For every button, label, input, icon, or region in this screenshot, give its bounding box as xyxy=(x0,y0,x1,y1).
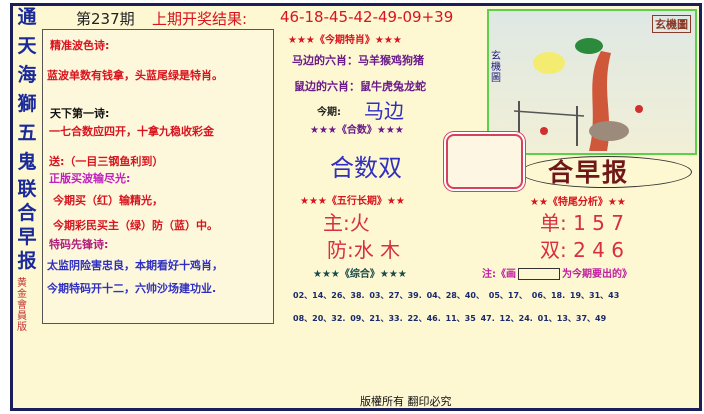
wuxing-main: 主:火 xyxy=(323,211,370,235)
zodiac-ma: 马边的六肖：马羊猴鸡狗猪 xyxy=(292,54,424,67)
side-char: 通 xyxy=(17,6,37,28)
side-char: 联 xyxy=(17,178,37,200)
last-result-label: 上期开奖结果: xyxy=(152,10,248,28)
poem-line: 今期买（红）输精光， xyxy=(53,194,163,207)
tail-title: ★★《特尾分析》★★ xyxy=(530,197,626,208)
poem-line: 今期彩民买主（绿）防（蓝）中。 xyxy=(53,219,218,232)
highlight-box xyxy=(446,134,523,189)
poem-line: 一七合数应四开，十拿九稳收彩金 xyxy=(49,125,214,138)
zodiac-this-value: 马边 xyxy=(364,99,404,123)
heshu-value: 合数双 xyxy=(330,154,402,182)
picture-scene xyxy=(513,38,643,151)
side-char: 早 xyxy=(17,226,37,248)
zonghe-title: ★★★《综合》★★★ xyxy=(313,269,407,280)
poem-heading: 特码先锋诗: xyxy=(49,238,109,251)
banner-ellipse xyxy=(520,156,692,188)
poem-line: 蓝波单数有钱拿，头蓝尾绿是特肖。 xyxy=(47,69,223,82)
poem-heading: 天下第一诗: xyxy=(50,107,110,120)
poem-line: 太监阴险害忠良，本期看好十鸡肖， xyxy=(47,259,223,272)
zonghe-note: 注:《画 为今期要出的》 xyxy=(482,265,632,280)
side-subtitle: 黄金會員版 xyxy=(17,278,27,333)
number-row-1: 02、14、26、38. 03、27、39. 04、28、40、 05、17、 … xyxy=(293,291,620,300)
poem-line: 送:（一目三钢鱼利到） xyxy=(49,155,164,168)
zodiac-this-label: 今期: xyxy=(317,107,341,118)
note-prefix: 注:《画 xyxy=(482,269,516,280)
puzzle-picture: 玄機圖 玄機圖 xyxy=(487,9,697,155)
side-char: 獅 xyxy=(17,93,37,115)
wuxing-guard: 防:水 木 xyxy=(327,238,401,262)
zodiac-shu: 鼠边的六肖：鼠牛虎兔龙蛇 xyxy=(294,80,426,93)
number-row-2: 08、20、32. 09、21、33. 22、46. 11、35 47. 12、… xyxy=(293,314,607,323)
side-char: 合 xyxy=(17,202,37,224)
wuxing-title: ★★★《五行长期》★★ xyxy=(300,196,405,207)
side-char: 鬼 xyxy=(17,151,37,173)
last-result: 46-18-45-42-49-09+39 xyxy=(280,8,454,26)
side-char: 海 xyxy=(17,64,37,86)
tail-dan: 单: 1 5 7 xyxy=(540,211,624,235)
heshu-title: ★★★《合数》★★★ xyxy=(310,125,404,136)
note-box xyxy=(518,268,560,280)
tail-shuang: 双: 2 4 6 xyxy=(540,238,624,262)
poem-heading: 精准波色诗: xyxy=(50,39,110,52)
footer-copyright: 版權所有 翻印必究 xyxy=(360,395,452,408)
side-char: 五 xyxy=(17,122,37,144)
side-char: 天 xyxy=(17,35,37,57)
note-suffix: 为今期要出的》 xyxy=(562,269,632,280)
zodiac-title: ★★★《今期特肖》★★★ xyxy=(288,35,402,46)
poem-box: 精准波色诗: 蓝波单数有钱拿，头蓝尾绿是特肖。 天下第一诗: 一七合数应四开，十… xyxy=(42,29,274,324)
picture-stamp: 玄機圖 xyxy=(652,15,691,33)
side-char: 报 xyxy=(17,250,37,272)
poem-heading: 正版买波输尽光: xyxy=(49,172,131,185)
poem-line: 今期特码开十二，六帅沙场建功业. xyxy=(47,282,217,295)
issue-number: 第237期 xyxy=(76,10,135,28)
picture-side-label: 玄機圖 xyxy=(491,51,501,84)
